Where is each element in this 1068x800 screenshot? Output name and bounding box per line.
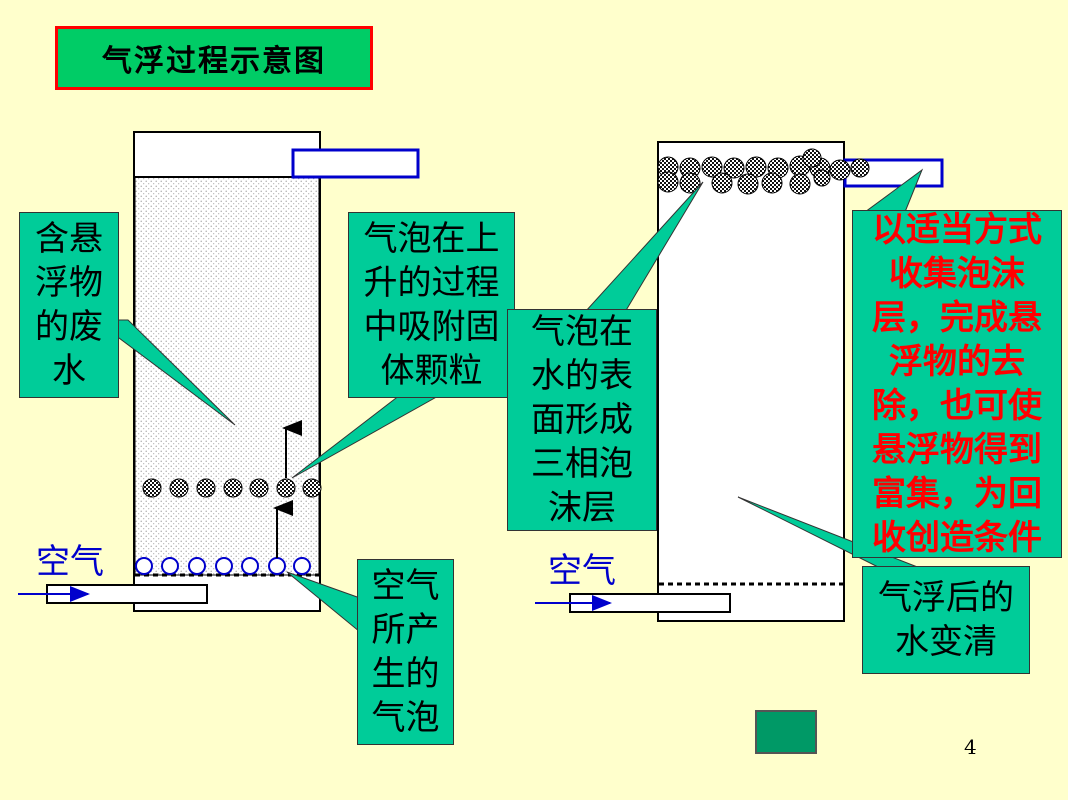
back-button[interactable] bbox=[755, 710, 817, 754]
page-title: 气浮过程示意图 bbox=[55, 26, 373, 90]
air-bubbles-label: 空气所产生的气泡 bbox=[357, 559, 454, 745]
bubbles-rising-label: 气泡在上升的过程中吸附固体颗粒 bbox=[348, 212, 515, 398]
collect-label: 以适当方式收集泡沫层，完成悬浮物的去除，也可使悬浮物得到富集，为回收创造条件 bbox=[852, 210, 1062, 558]
page-number: 4 bbox=[964, 735, 977, 759]
callout-pointer-air bbox=[286, 571, 361, 634]
left-outlet-pipe bbox=[291, 148, 420, 179]
air-label-right: 空气 bbox=[548, 551, 616, 591]
collect-text: 以适当方式收集泡沫层，完成悬浮物的去除，也可使悬浮物得到富集，为回收创造条件 bbox=[872, 210, 1042, 558]
clear-water-text: 气浮后的水变清 bbox=[878, 578, 1014, 662]
clear-water-label: 气浮后的水变清 bbox=[862, 566, 1030, 674]
wastewater-label: 含悬浮物的废水 bbox=[19, 212, 119, 398]
bubbles-rising-text: 气泡在上升的过程中吸附固体颗粒 bbox=[363, 219, 500, 391]
right-tank bbox=[657, 141, 845, 622]
froth-layer bbox=[657, 148, 870, 195]
froth-layer-label: 气泡在水的表面形成三相泡沫层 bbox=[507, 309, 657, 531]
froth-layer-text: 气泡在水的表面形成三相泡沫层 bbox=[531, 312, 633, 528]
air-label-left: 空气 bbox=[36, 542, 104, 582]
callout-pointer-froth bbox=[583, 181, 704, 313]
rising-bubbles bbox=[142, 478, 322, 498]
wastewater-text: 含悬浮物的废水 bbox=[35, 219, 103, 391]
air-bubbles bbox=[135, 557, 311, 575]
wastewater-fill bbox=[134, 176, 320, 576]
air-bubbles-text: 空气所产生的气泡 bbox=[371, 566, 440, 738]
